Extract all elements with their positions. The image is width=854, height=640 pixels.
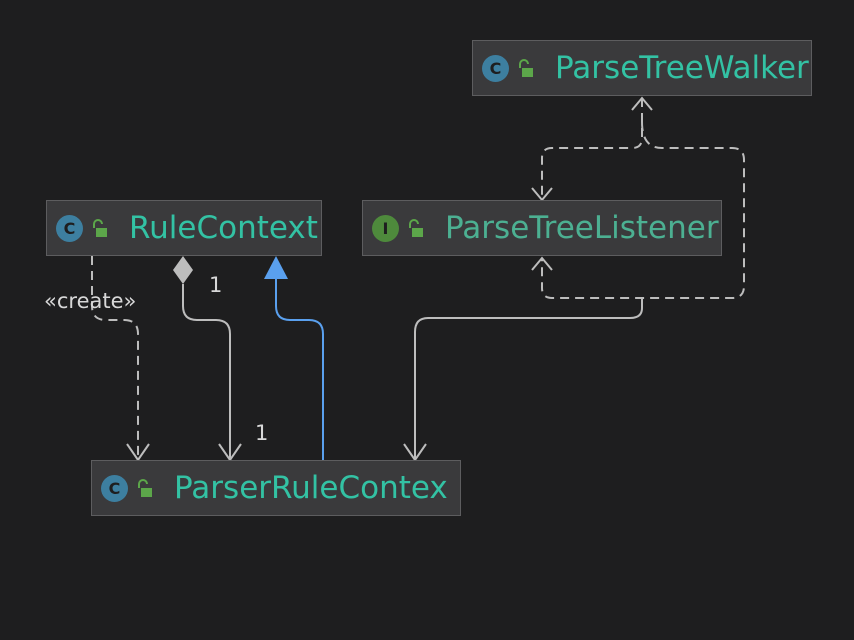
node-name: ParserRuleContex (174, 470, 448, 506)
composition-diamond (173, 256, 193, 284)
create-dependency-edge (91, 256, 139, 460)
inheritance-arrowhead (264, 256, 288, 279)
create-stereotype-label: «create» (44, 289, 137, 313)
interface-icon: I (372, 215, 399, 242)
node-name: ParseTreeListener (445, 210, 719, 246)
public-lock-icon (409, 219, 423, 237)
node-name: ParseTreeWalker (555, 50, 809, 86)
multiplicity-label-source: 1 (209, 273, 223, 297)
class-icon: C (482, 55, 509, 82)
public-lock-icon (93, 219, 107, 237)
walker-listener-dependency-edge (541, 98, 643, 200)
class-icon: C (56, 215, 83, 242)
composition-edge (182, 284, 231, 460)
node-parse-tree-listener[interactable]: I ParseTreeListener (362, 200, 722, 256)
public-lock-icon (519, 59, 533, 77)
public-lock-icon (138, 479, 152, 497)
multiplicity-label-target: 1 (255, 421, 269, 445)
class-icon: C (101, 475, 128, 502)
node-rule-context[interactable]: C RuleContext (46, 200, 322, 256)
walker-arrowhead (631, 96, 653, 111)
node-name: RuleContext (129, 210, 318, 246)
listener-parser-association-edge (414, 298, 643, 460)
walker-listener-loop-edge (541, 121, 745, 299)
listener-bottom-arrowhead (531, 256, 553, 271)
node-parse-tree-walker[interactable]: C ParseTreeWalker (472, 40, 812, 96)
node-parser-rule-context[interactable]: C ParserRuleContex (91, 460, 461, 516)
inheritance-edge (275, 278, 324, 460)
